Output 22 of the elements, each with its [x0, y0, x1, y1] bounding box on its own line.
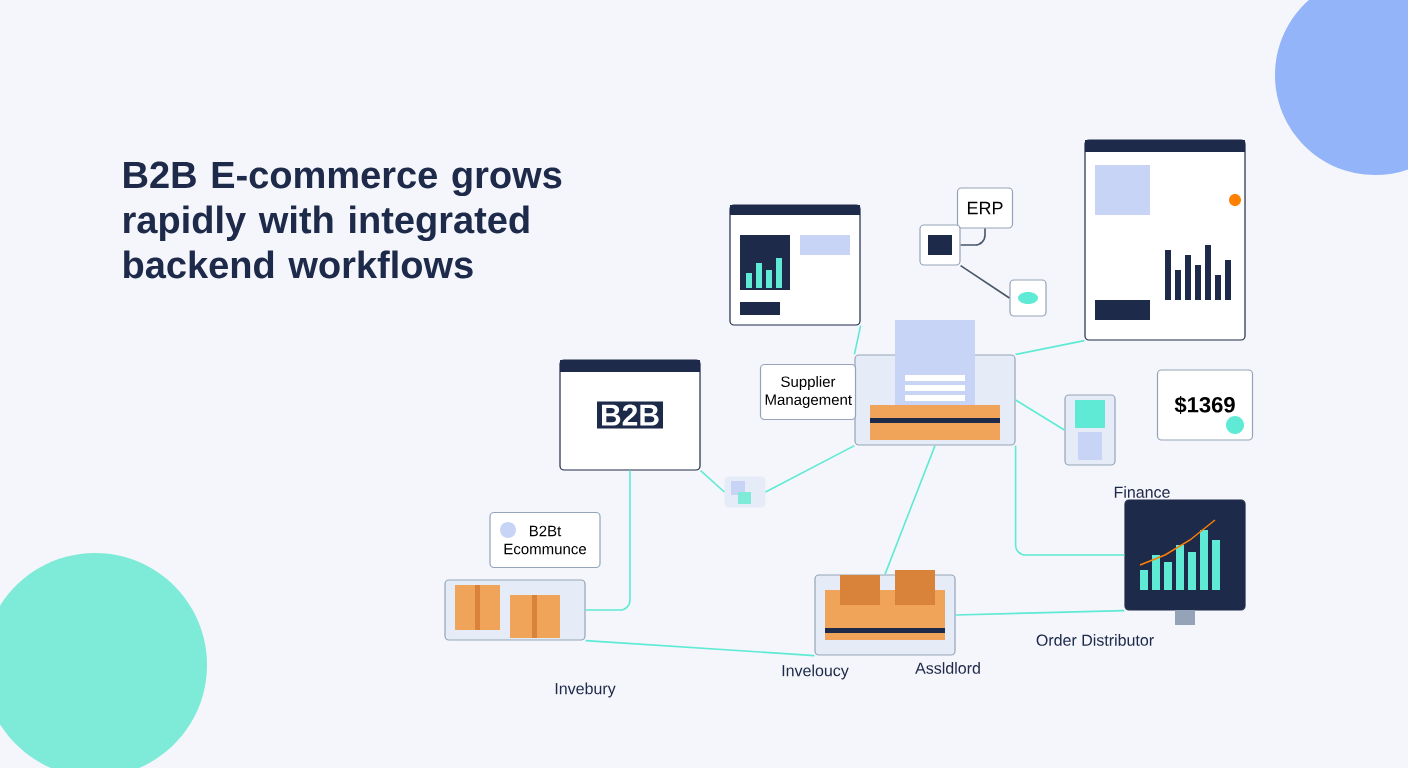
connector-line	[959, 227, 986, 246]
connector-line	[1014, 339, 1086, 356]
price-card: $1369	[1156, 369, 1254, 441]
label-box: ERP	[956, 187, 1014, 229]
connector-line	[764, 444, 856, 493]
connector-line	[959, 264, 1011, 299]
connector-line	[853, 324, 862, 356]
node-caption: Assldlord	[915, 662, 980, 674]
connector-line	[584, 639, 816, 657]
area-label: Finance	[1114, 486, 1170, 498]
connector-line	[1014, 399, 1066, 431]
info-card: B2Bt Ecommunce	[489, 511, 601, 569]
speech-bubble: Supplier Management	[759, 363, 857, 421]
connector-line	[584, 469, 631, 611]
connector-line	[954, 609, 1126, 616]
connector-line	[884, 444, 936, 576]
title: B2B E-commerce grows rapidly with integrated backend workflows	[124, 161, 562, 279]
connector-line	[699, 469, 726, 493]
node-caption: Inveloucy	[782, 664, 849, 680]
node-caption: Invebury	[555, 682, 616, 698]
node-caption: Order Distributor	[1036, 634, 1154, 646]
connector-line	[1014, 444, 1126, 556]
